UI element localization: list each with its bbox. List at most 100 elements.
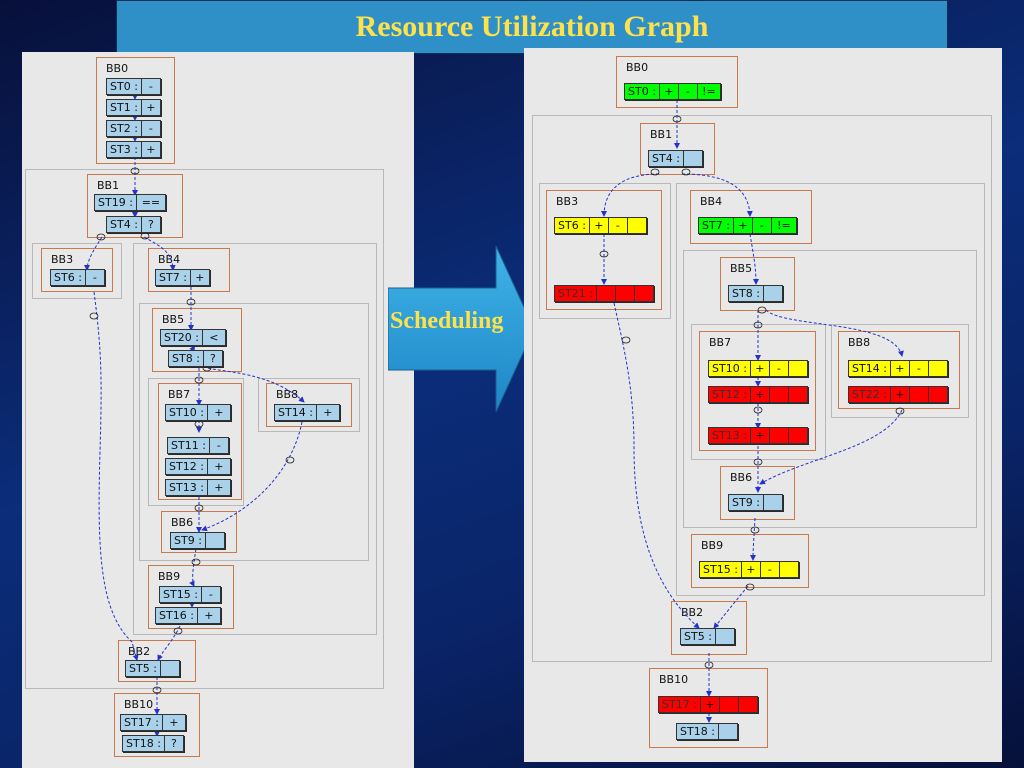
state-st6: ST6 :+- [554, 217, 647, 234]
state-label: ST6 : [51, 270, 86, 285]
state-label: ST7 : [156, 270, 191, 285]
bb-label: BB1 [650, 128, 673, 141]
cluster-bb1-region [532, 115, 992, 662]
basic-block-bb3: BB3 [41, 248, 113, 292]
state-st6: ST6 :- [50, 269, 105, 286]
op-cell: - [761, 562, 780, 577]
op-cell: + [660, 84, 679, 99]
op-cell: + [701, 697, 720, 712]
state-label: ST4 : [649, 151, 684, 166]
state-label: ST15 : [160, 587, 202, 602]
op-cell: + [742, 562, 761, 577]
state-st18: ST18 : [676, 723, 738, 740]
state-st8: ST8 : [728, 285, 783, 302]
state-label: ST10 : [166, 405, 208, 420]
state-st7: ST7 :+-!= [698, 217, 797, 234]
state-label: ST4 : [107, 217, 142, 232]
state-st8: ST8 :? [168, 350, 223, 367]
op-cell [720, 697, 739, 712]
state-label: ST14 : [849, 361, 891, 376]
op-cell: + [146, 101, 156, 114]
op-cell: + [169, 716, 179, 729]
op-cell [161, 661, 179, 676]
op-cell [910, 387, 929, 402]
bb-label: BB0 [106, 62, 129, 75]
state-label: ST16 : [156, 608, 198, 623]
op-cell: - [770, 361, 789, 376]
state-label: ST9 : [729, 495, 764, 510]
state-st12: ST12 :+ [165, 458, 231, 475]
state-st14: ST14 :+ [274, 404, 340, 421]
basic-block-bb0: BB0 [96, 57, 175, 164]
state-label: ST12 : [709, 387, 751, 402]
cluster-bb3 [32, 243, 122, 299]
op-cell: - [679, 84, 698, 99]
arrow-shape [387, 245, 535, 413]
state-label: ST5 : [681, 629, 716, 644]
basic-block-bb5: BB5 [152, 308, 242, 372]
state-label: ST15 : [700, 562, 742, 577]
bb-label: BB3 [51, 253, 74, 266]
op-cell: + [323, 406, 333, 419]
op-cell: == [141, 196, 161, 209]
op-cell [780, 562, 798, 577]
op-cell: - [910, 361, 929, 376]
arrow-label: Scheduling [390, 308, 504, 334]
op-cell: - [208, 588, 213, 601]
state-label: ST5 : [126, 661, 161, 676]
op-cell: - [216, 439, 221, 452]
op-cell: + [146, 143, 156, 156]
op-cell: ? [147, 218, 154, 231]
op-cell [789, 428, 807, 443]
state-label: ST0 : [107, 79, 142, 94]
state-label: ST20 : [161, 330, 203, 345]
state-label: ST8 : [729, 286, 764, 301]
cluster-bb8 [258, 378, 360, 432]
scheduling-arrow: Scheduling [387, 245, 535, 413]
op-cell [716, 629, 734, 644]
op-cell: + [195, 271, 205, 284]
state-label: ST17 : [659, 697, 701, 712]
state-label: ST18 : [677, 724, 719, 739]
bb-label: BB5 [730, 262, 753, 275]
basic-block-bb5: BB5 [720, 257, 795, 311]
state-st0: ST0 :+-!= [624, 83, 721, 100]
op-cell [739, 697, 757, 712]
state-st11: ST11 :- [167, 437, 229, 454]
state-st13: ST13 :+ [708, 427, 808, 444]
state-label: ST9 : [171, 533, 206, 548]
state-st13: ST13 :+ [165, 479, 231, 496]
state-st9: ST9 : [728, 494, 783, 511]
op-cell [719, 724, 737, 739]
left-graph-panel: BB0 BB1 BB3 BB4 BB5 BB7 BB8 BB6 BB9 BB2 … [22, 52, 414, 768]
state-st15: ST15 :+- [699, 561, 799, 578]
op-cell [770, 428, 789, 443]
state-st19: ST19 :== [94, 194, 166, 211]
bb-label: BB3 [556, 195, 579, 208]
cluster-bb5-region [139, 303, 369, 561]
op-cell [764, 495, 782, 510]
state-st16: ST16 :+ [155, 607, 221, 624]
bb-label: BB0 [626, 61, 649, 74]
op-cell [770, 387, 789, 402]
bb-label: BB8 [276, 388, 299, 401]
bb-label: BB6 [730, 471, 753, 484]
op-cell: + [751, 428, 770, 443]
state-label: ST6 : [555, 218, 590, 233]
state-label: ST13 : [709, 428, 751, 443]
bb-label: BB4 [700, 195, 723, 208]
slide-title-bar: Resource Utilization Graph [116, 0, 948, 54]
op-cell [929, 361, 947, 376]
bb-label: BB4 [158, 253, 181, 266]
op-cell: ? [170, 737, 177, 750]
op-cell: - [148, 80, 153, 93]
basic-block-bb6: BB6 [720, 466, 795, 520]
state-st3: ST3 :+ [106, 141, 161, 158]
right-graph-panel: BB0 BB1 BB3 BB4 BB5 BB7 BB8 BB6 BB9 BB2 … [524, 48, 1002, 762]
op-cell [616, 286, 635, 301]
state-st5: ST5 : [125, 660, 180, 677]
state-label: ST13 : [166, 480, 208, 495]
op-cell [635, 286, 653, 301]
op-cell [789, 387, 807, 402]
bb-label: BB5 [162, 313, 185, 326]
